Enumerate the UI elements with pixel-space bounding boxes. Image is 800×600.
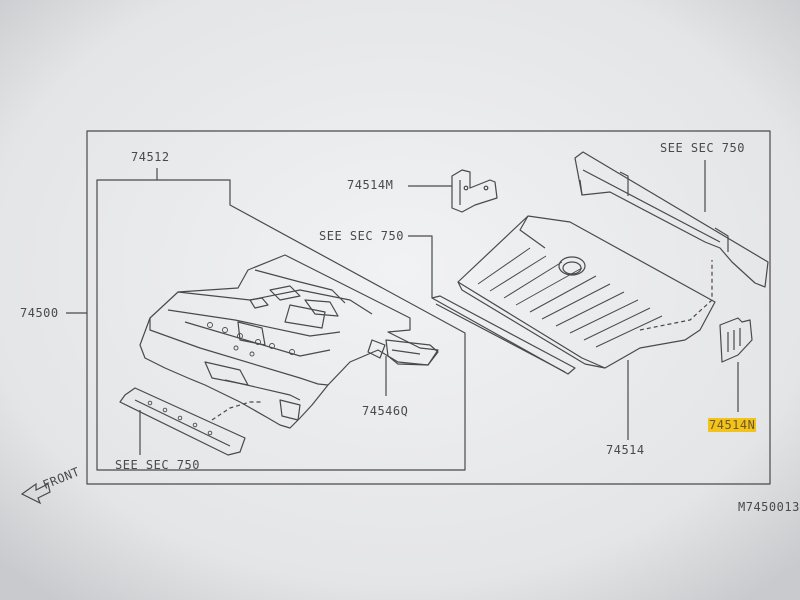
dashed-connector-rear-floor	[639, 260, 713, 331]
rear-cross-member-part	[574, 151, 769, 288]
bracket-74514m-part	[451, 169, 498, 213]
front-floor-panel	[139, 254, 439, 429]
leader-see-sec-center	[408, 235, 433, 298]
label-see-sec-750-bottom: SEE SEC 750	[115, 458, 200, 472]
inner-frame-74512	[96, 179, 466, 471]
rear-floor-panel	[457, 215, 716, 369]
label-see-sec-750-top-right: SEE SEC 750	[660, 141, 745, 155]
label-74512: 74512	[131, 150, 170, 164]
bracket-74546q-part	[385, 339, 439, 366]
cross-member-part	[119, 387, 246, 456]
label-see-sec-750-center: SEE SEC 750	[319, 229, 404, 243]
bracket-74514n-part	[719, 317, 753, 363]
label-74514n-highlighted: 74514N	[708, 418, 757, 432]
dashed-connector-cross-member	[211, 401, 262, 421]
arrow-left-icon	[20, 482, 51, 505]
label-74500: 74500	[20, 306, 59, 320]
side-rail-part	[431, 295, 576, 375]
label-74514: 74514	[606, 443, 645, 457]
label-74514m: 74514M	[347, 178, 394, 192]
outer-frame	[86, 130, 771, 485]
label-74546q: 74546Q	[362, 404, 409, 418]
label-drawing-code: M7450013	[738, 500, 800, 514]
